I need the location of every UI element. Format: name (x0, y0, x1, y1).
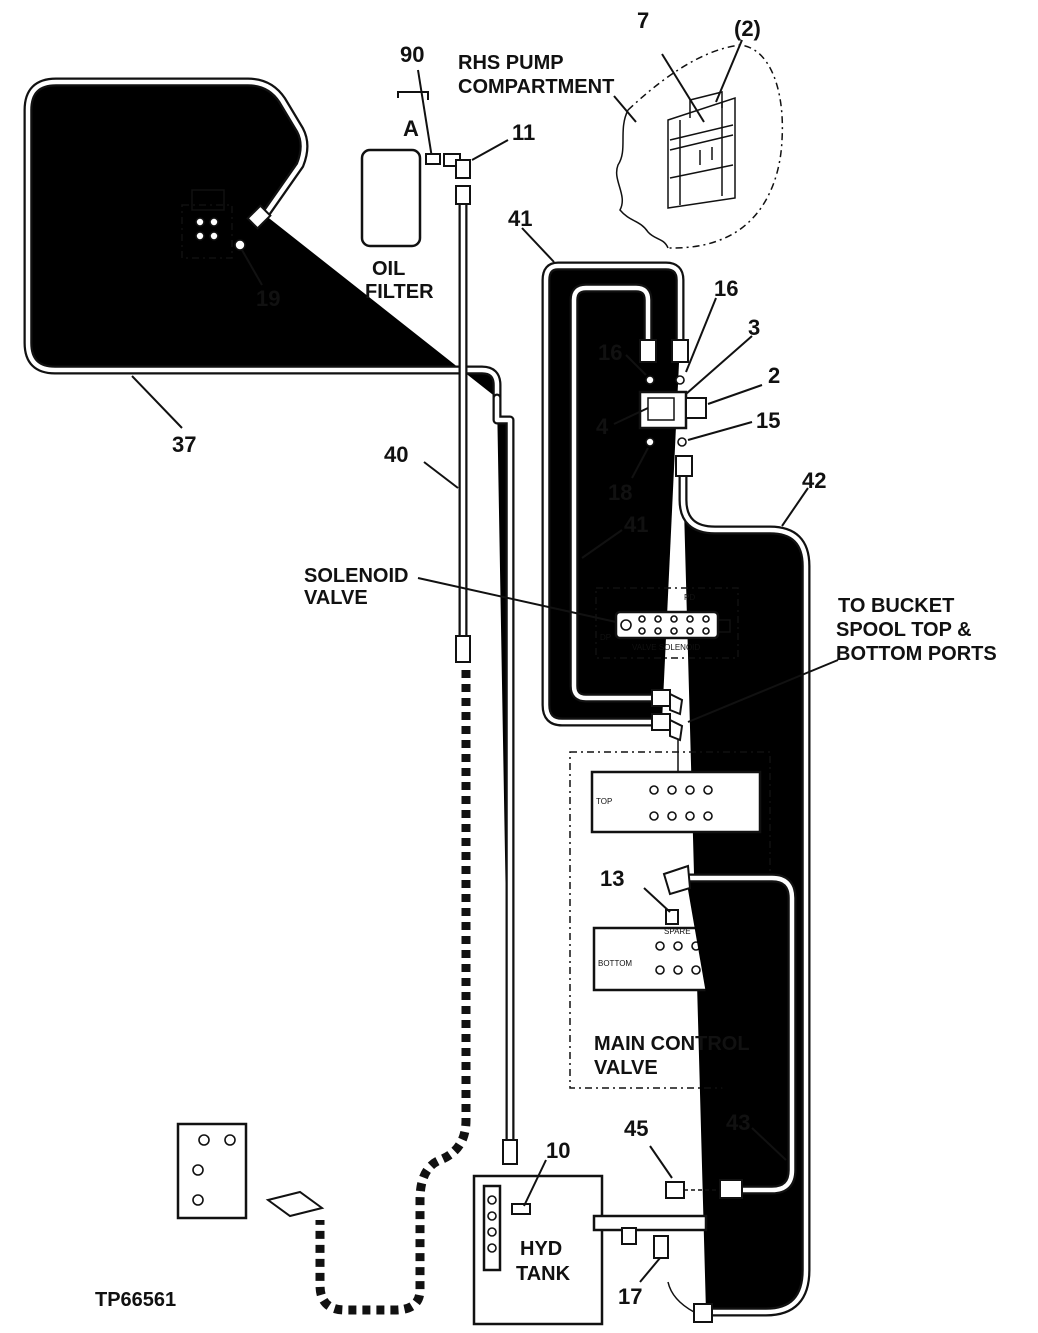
label-41-mid: 41 (624, 512, 648, 537)
leader-2 (707, 384, 763, 405)
label-spare: SPARE (664, 927, 691, 936)
label-90: 90 (400, 42, 424, 67)
label-13: 13 (600, 866, 624, 891)
label-a: A (403, 116, 419, 141)
label-spool-top: SPOOL TOP & (836, 619, 972, 641)
leader-16-right (685, 297, 717, 373)
fitting-13 (665, 909, 679, 925)
label-bottom-ports: BOTTOM PORTS (836, 643, 997, 665)
label-valve-solenoid: VALVE SOLENOID (632, 643, 700, 652)
leader-18 (631, 447, 649, 479)
label-tank: TANK (516, 1263, 571, 1285)
leader-4 (613, 407, 649, 425)
fitting-90 (425, 153, 441, 165)
label-37: 37 (172, 432, 196, 457)
leader-solenoid (417, 577, 617, 623)
label-45: 45 (624, 1116, 648, 1141)
label-16-left: 16 (598, 340, 622, 365)
label-7: 7 (637, 8, 649, 33)
figure-id: TP66561 (95, 1289, 176, 1311)
leader-43 (751, 1127, 787, 1161)
valve-block-2-3-4 (638, 375, 707, 447)
leader-13 (643, 887, 671, 913)
label-2-paren: (2) (734, 16, 761, 41)
leader-2-paren (715, 39, 743, 103)
label-40: 40 (384, 442, 408, 467)
label-15: 15 (756, 408, 780, 433)
leader-41-mid (581, 529, 623, 559)
leader-3 (685, 335, 753, 395)
hydraulic-tank (472, 1174, 708, 1326)
label-valve: VALVE (304, 587, 368, 609)
label-bottom: BOTTOM (598, 959, 632, 968)
leader-45 (649, 1145, 673, 1179)
label-10: 10 (546, 1138, 570, 1163)
leader-37 (131, 375, 183, 429)
label-dp: DP (600, 633, 611, 642)
leader-to-bucket (687, 659, 839, 723)
label-16-right: 16 (714, 276, 738, 301)
fitting-45 (665, 1181, 720, 1199)
solenoid-valve (595, 587, 739, 659)
hose-dashed-return (315, 670, 471, 1315)
leader-40 (423, 461, 459, 489)
label-19: 19 (256, 286, 280, 311)
leader-41-top (521, 227, 555, 263)
label-4: 4 (596, 414, 609, 439)
label-pd: PD (684, 593, 695, 602)
label-solenoid: SOLENOID (304, 565, 408, 587)
leader-15 (687, 421, 753, 441)
label-to-bucket: TO BUCKET (838, 595, 954, 617)
label-rhs-pump: RHS PUMP (458, 52, 564, 74)
label-18: 18 (608, 480, 632, 505)
label-hyd: HYD (520, 1238, 562, 1260)
label-3: 3 (748, 315, 760, 340)
leader-10 (523, 1159, 547, 1207)
leader-11 (471, 139, 509, 161)
label-17: 17 (618, 1284, 642, 1309)
leader-42 (781, 487, 809, 527)
leader-16-left (625, 354, 647, 376)
bracket-90-a (397, 91, 429, 100)
rhs-pump-compartment-inset (615, 44, 784, 249)
leader-rhs (613, 95, 637, 123)
label-43: 43 (726, 1110, 750, 1135)
leader-17 (639, 1257, 661, 1283)
oil-filter (360, 148, 422, 248)
label-compartment: COMPARTMENT (458, 76, 614, 98)
label-11: 11 (512, 120, 535, 145)
label-main-control: MAIN CONTROL (594, 1033, 750, 1055)
component-19 (181, 189, 246, 259)
label-top: TOP (596, 797, 612, 806)
lower-left-panel (176, 1122, 248, 1220)
leader-7 (661, 53, 705, 123)
leader-19 (241, 249, 263, 286)
label-oil: OIL (372, 258, 405, 280)
label-41-top: 41 (508, 206, 532, 231)
leader-90 (417, 69, 433, 159)
label-42: 42 (802, 468, 826, 493)
label-mcv-valve: VALVE (594, 1057, 658, 1079)
label-2: 2 (768, 363, 780, 388)
label-filter: FILTER (365, 281, 434, 303)
